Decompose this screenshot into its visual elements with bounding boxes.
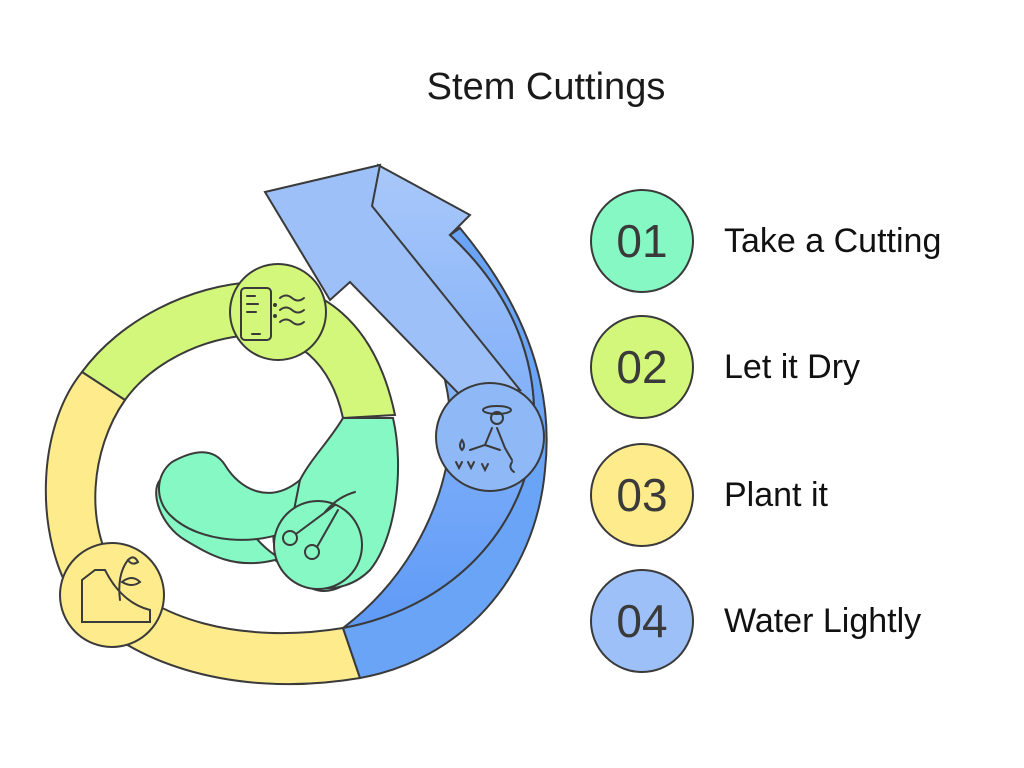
- step-1: 01 Take a Cutting: [590, 186, 941, 296]
- icon-circle-dry: [229, 263, 327, 361]
- step-2-label: Let it Dry: [724, 347, 861, 386]
- step-1-badge: 01: [590, 189, 694, 293]
- icon-circle-water: [435, 382, 545, 492]
- step-4-label: Water Lightly: [724, 601, 922, 640]
- step-3-label: Plant it: [724, 475, 828, 514]
- scissors-stem-icon: [282, 491, 356, 560]
- page-title: Stem Cuttings: [427, 66, 666, 108]
- sprout-soil-icon: [81, 556, 151, 623]
- step-2: 02 Let it Dry: [590, 312, 860, 422]
- gardener-watering-icon: [455, 405, 515, 473]
- segment-water-band: [341, 226, 548, 680]
- phone-wind-icon: [240, 287, 305, 341]
- step-3: 03 Plant it: [590, 440, 828, 550]
- segment-take-cutting-curl: [158, 451, 302, 541]
- step-4-badge: 04: [590, 569, 694, 673]
- step-2-badge: 02: [590, 315, 694, 419]
- icon-circle-plant: [59, 542, 165, 648]
- step-4: 04 Water Lightly: [590, 566, 921, 676]
- step-3-badge: 03: [590, 443, 694, 547]
- step-1-label: Take a Cutting: [724, 221, 942, 260]
